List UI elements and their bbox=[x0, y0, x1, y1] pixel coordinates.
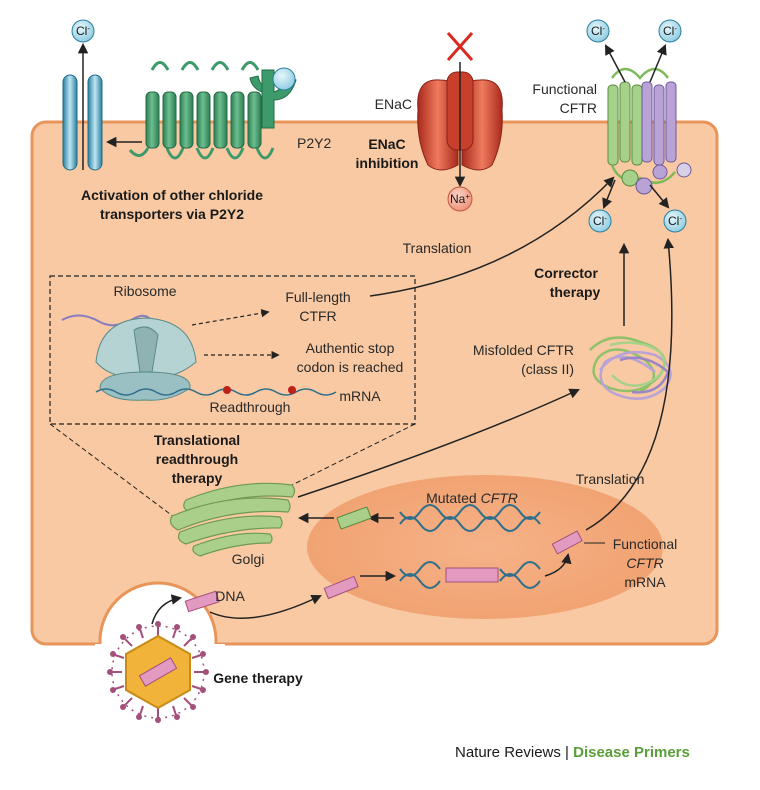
stop-line2: codon is reached bbox=[297, 359, 404, 375]
ribosome bbox=[95, 317, 197, 401]
chloride-ion-top-cftr-left: Cl- bbox=[586, 19, 610, 43]
functional-mrna-line2: CFTR bbox=[626, 555, 663, 571]
misfolded-line2: (class II) bbox=[521, 361, 574, 377]
stop-line1: Authentic stop bbox=[306, 340, 395, 356]
sodium-ion: Na+ bbox=[447, 186, 473, 212]
functional-mrna-fragment bbox=[551, 530, 583, 555]
translation-top-label: Translation bbox=[403, 240, 472, 256]
activation-label-line2: transporters via P2Y2 bbox=[100, 206, 244, 222]
other-chloride-channel bbox=[62, 74, 103, 171]
viral-vector bbox=[107, 621, 209, 723]
functional-mrna-line1: Functional bbox=[613, 536, 678, 552]
ion-label: Cl- bbox=[76, 24, 90, 38]
corrector-line2: therapy bbox=[550, 284, 601, 300]
golgi bbox=[169, 482, 296, 557]
enac-inhibition-line2: inhibition bbox=[356, 155, 419, 171]
ion-label: Cl- bbox=[591, 24, 605, 38]
cftr-efflux-arrow-right bbox=[649, 44, 667, 83]
credit-publisher: Nature Reviews bbox=[455, 744, 561, 761]
transcription-arrow bbox=[544, 552, 572, 577]
misfolded-line1: Misfolded CFTR bbox=[473, 342, 574, 358]
credit-line: Nature Reviews | Disease Primers bbox=[455, 744, 690, 761]
chloride-ion-top-left: Cl- bbox=[71, 19, 95, 43]
chloride-ion-inner-left: Cl- bbox=[588, 209, 612, 233]
ion-label: Na+ bbox=[450, 192, 470, 206]
translation-arrow-top bbox=[369, 176, 615, 297]
corrector-line1: Corrector bbox=[534, 265, 598, 281]
golgi-to-misfolded-arrow bbox=[297, 388, 580, 498]
p2y2-receptor bbox=[128, 61, 297, 160]
virus-to-dna-arrow bbox=[151, 594, 183, 625]
translational-line3: therapy bbox=[172, 470, 223, 486]
mrna-strand bbox=[95, 388, 337, 396]
enac-label: ENaC bbox=[375, 96, 412, 112]
transgene-dna-fragment bbox=[184, 590, 220, 613]
cftr-influx-arrow-right bbox=[649, 184, 670, 209]
readthrough-inset-box bbox=[49, 275, 416, 425]
fulllength-line1: Full-length bbox=[285, 289, 350, 305]
translation-bottom-label: Translation bbox=[576, 471, 645, 487]
fulllength-line2: CTFR bbox=[299, 308, 336, 324]
functional-cftr-protein bbox=[607, 67, 692, 195]
ion-label: Cl- bbox=[668, 214, 682, 228]
mutated-mrna-fragment bbox=[336, 506, 372, 530]
gene-therapy-label: Gene therapy bbox=[213, 670, 303, 686]
credit-series: Disease Primers bbox=[573, 744, 690, 761]
activation-label-line1: Activation of other chloride bbox=[81, 187, 263, 203]
readthrough-label: Readthrough bbox=[210, 399, 291, 415]
ion-label: Cl- bbox=[663, 24, 677, 38]
mutated-gene: CFTR bbox=[481, 490, 518, 506]
mutated-cftr-label: Mutated CFTR bbox=[426, 490, 518, 506]
chloride-ion-inner-right: Cl- bbox=[663, 209, 687, 233]
dna-delivery-arrow bbox=[209, 594, 322, 619]
ion-label: Cl- bbox=[593, 214, 607, 228]
translational-line1: Translational bbox=[154, 432, 240, 448]
inhibition-cross-icon bbox=[446, 32, 474, 61]
cftr-efflux-arrow-left bbox=[605, 44, 626, 83]
credit-separator: | bbox=[560, 744, 574, 761]
ribosome-label: Ribosome bbox=[113, 283, 176, 299]
stop-codon-dot bbox=[288, 386, 296, 394]
chloride-ion-top-cftr-right: Cl- bbox=[658, 19, 682, 43]
mutated-dna-helix bbox=[399, 504, 541, 520]
misfolded-cftr-tangle bbox=[589, 336, 672, 400]
mutated-prefix: Mutated bbox=[426, 490, 480, 506]
cftr-transgene-insert bbox=[445, 567, 499, 583]
functional-mrna-line3: mRNA bbox=[624, 574, 666, 590]
translation-arrow-bottom bbox=[585, 237, 675, 531]
golgi-label: Golgi bbox=[232, 551, 265, 567]
transgene-dna-fragment bbox=[323, 575, 359, 600]
dna-label: DNA bbox=[215, 588, 245, 604]
mrna-label: mRNA bbox=[339, 388, 381, 404]
stop-codon-dot bbox=[223, 386, 231, 394]
enac-inhibition-line1: ENaC bbox=[368, 136, 405, 152]
nucleus bbox=[307, 475, 663, 619]
functional-cftr-line2: CFTR bbox=[560, 100, 597, 116]
p2y2-label: P2Y2 bbox=[297, 135, 331, 151]
translational-line2: readthrough bbox=[156, 451, 238, 467]
functional-cftr-line1: Functional bbox=[532, 81, 597, 97]
fulllength-dashed-arrow bbox=[191, 308, 270, 326]
